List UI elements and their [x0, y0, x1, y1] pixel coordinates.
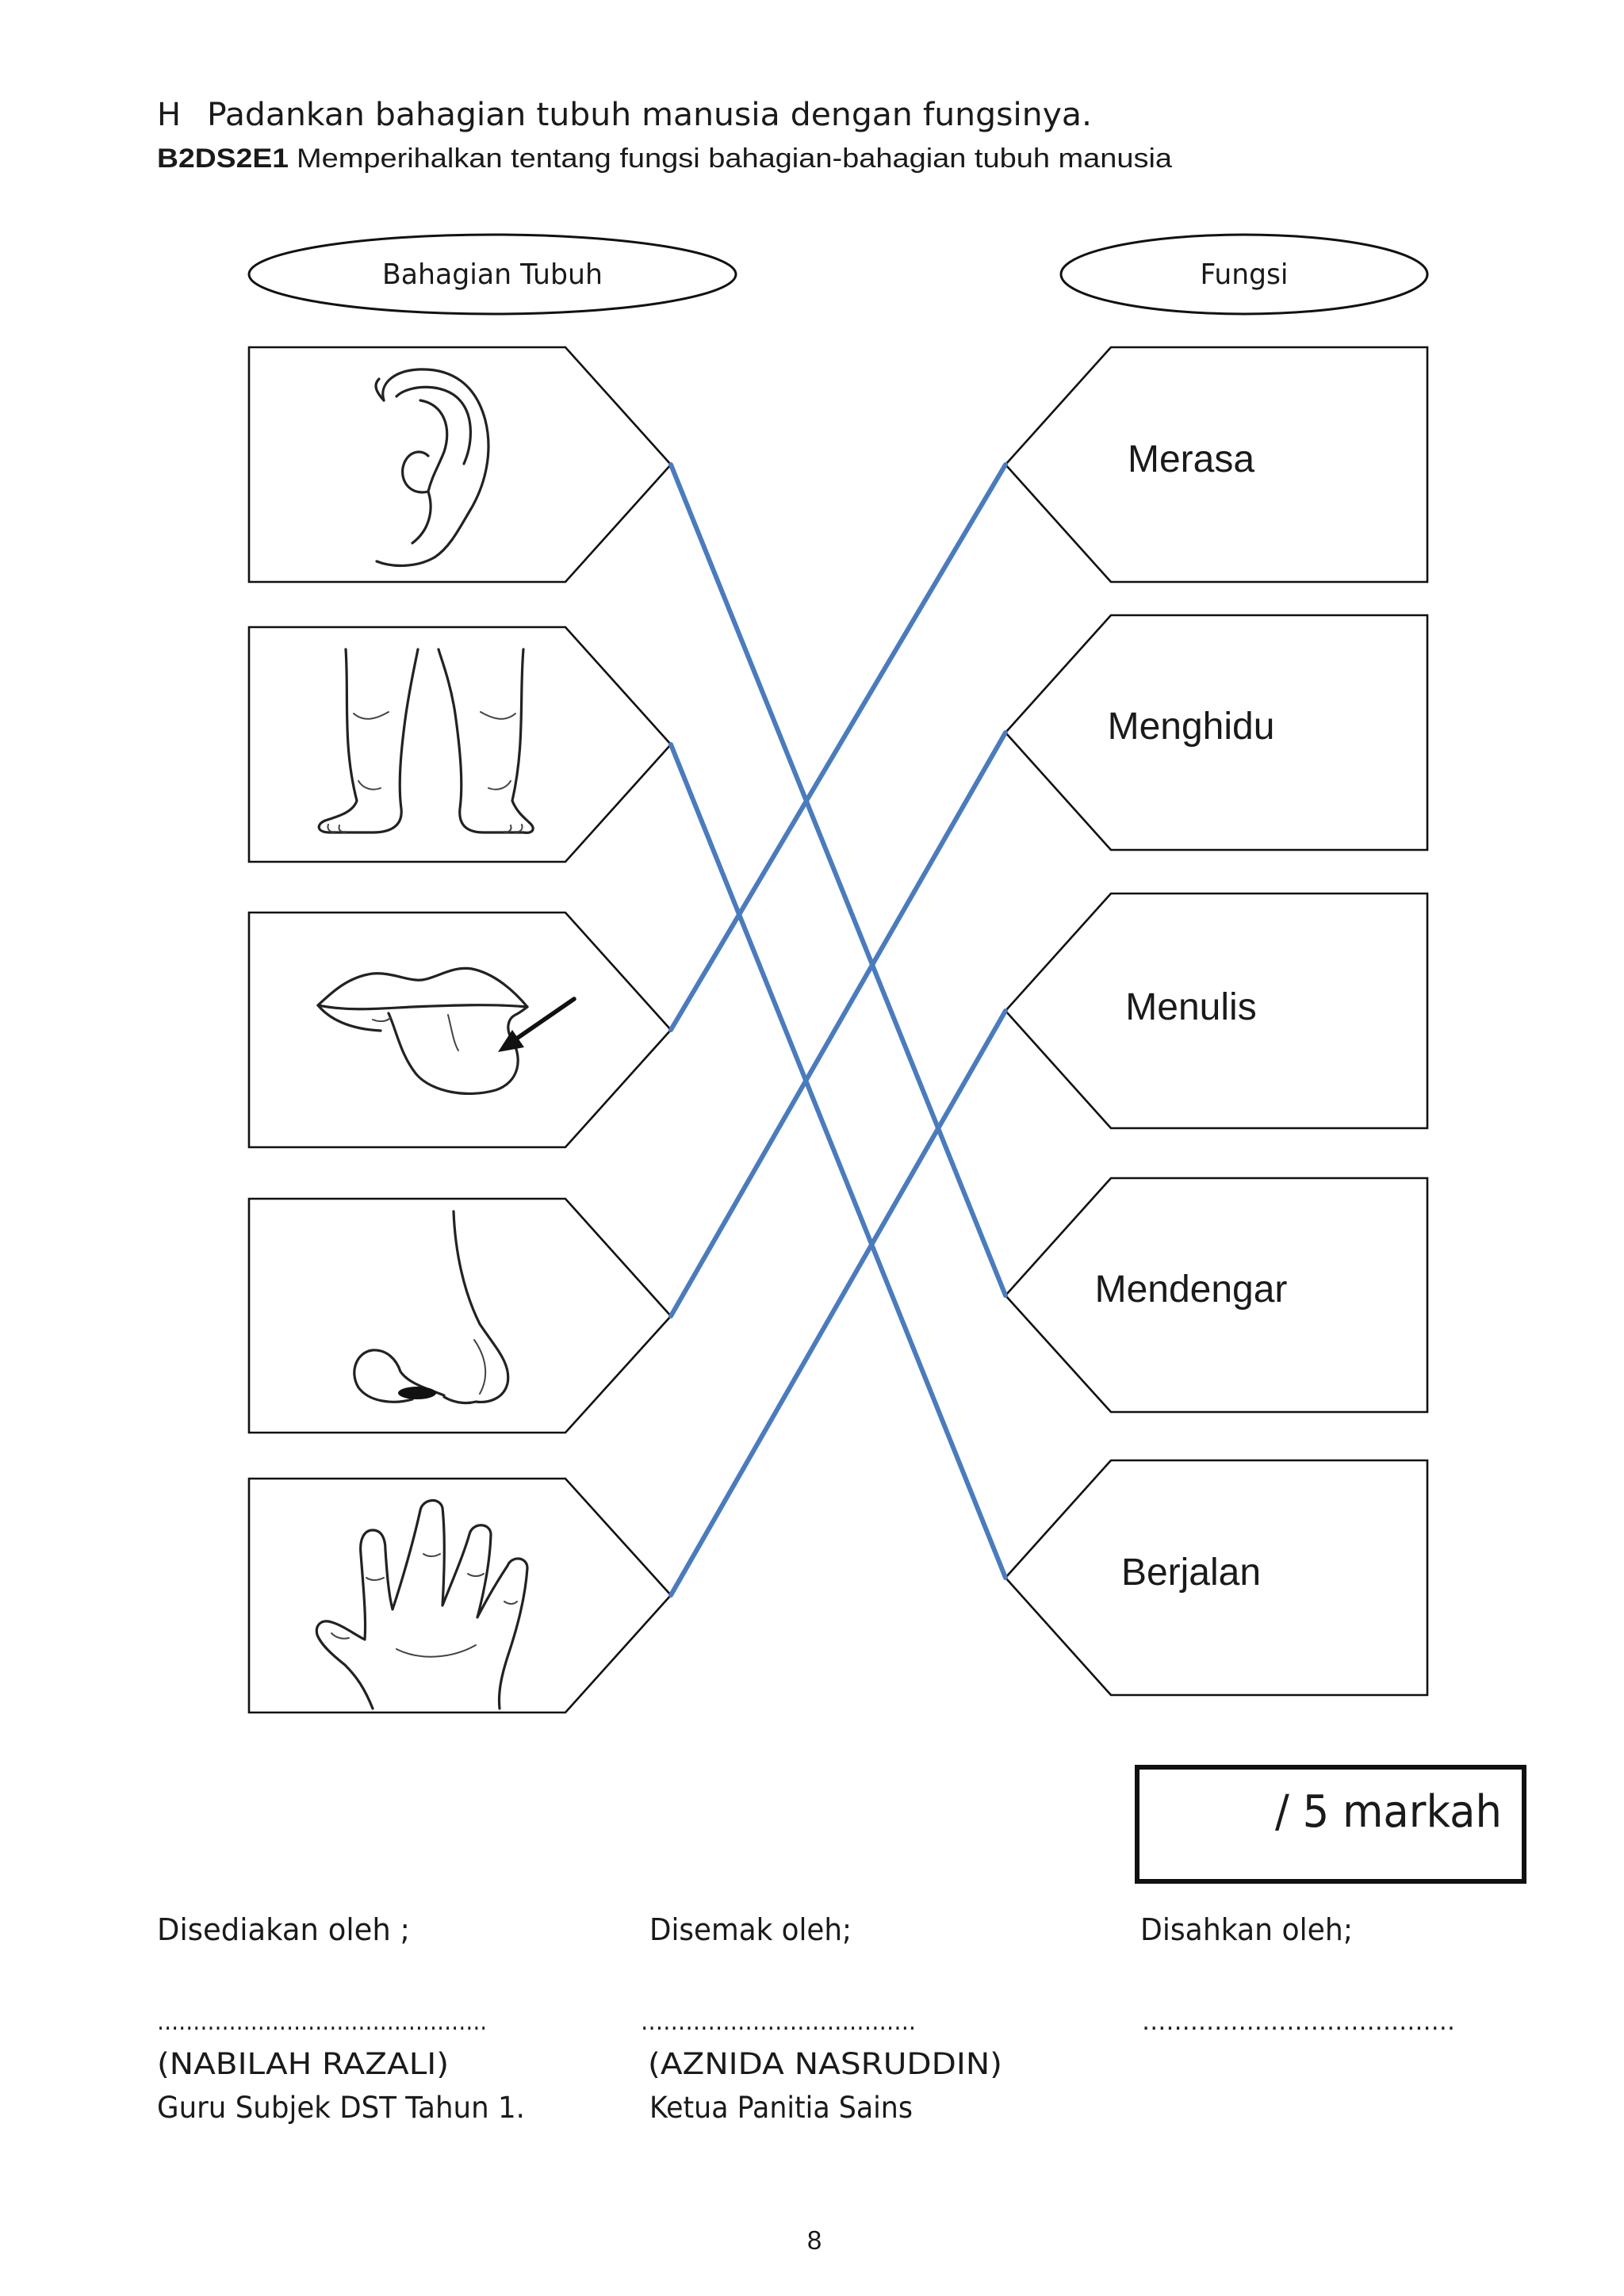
signatory-position: Guru Subjek DST Tahun 1.	[157, 2091, 525, 2125]
ear-icon	[374, 368, 490, 568]
function-label: Berjalan	[1121, 1552, 1261, 1594]
function-box-menghidu	[1004, 614, 1429, 851]
header-oval	[247, 233, 737, 316]
function-label: Mendengar	[1095, 1269, 1288, 1311]
body-part-box-ear	[247, 346, 672, 584]
functions-header: Fungsi	[1059, 233, 1429, 316]
match-line	[668, 462, 1008, 1032]
hand-icon	[315, 1499, 529, 1710]
function-box-mendengar	[1004, 1177, 1429, 1414]
signature-line: …………………………………	[1142, 2008, 1455, 2036]
standard-code: B2DS2E1	[157, 144, 289, 174]
header-oval	[1059, 233, 1429, 316]
signature-prepared: Disediakan oleh ; ………………………………………. (NABI…	[157, 1912, 525, 2125]
arrow-icon	[498, 997, 576, 1052]
score-label: / 5 markah	[1275, 1786, 1502, 1838]
match-lines	[668, 462, 1008, 1598]
function-label: Menghidu	[1108, 706, 1275, 748]
signatory-position: Ketua Panitia Sains	[649, 2091, 913, 2125]
standard-description: Memperihalkan tentang fungsi bahagian-ba…	[297, 144, 1172, 174]
signatory-name: (NABILAH RAZALI)	[157, 2047, 449, 2081]
score-box: / 5 markah	[1135, 1765, 1526, 1884]
body-part-box-hand	[247, 1477, 672, 1714]
page-number: 8	[807, 2225, 822, 2255]
function-box-menulis	[1004, 892, 1429, 1130]
signature-line: ……………………………………….	[157, 2008, 487, 2036]
body-parts-header-label: Bahagian Tubuh	[382, 258, 603, 291]
signatory-name: (AZNIDA NASRUDDIN)	[648, 2047, 1002, 2081]
match-line	[668, 462, 1008, 1298]
body-part-box-nose	[247, 1197, 672, 1434]
tongue-icon	[316, 966, 529, 1096]
functions-header-label: Fungsi	[1201, 258, 1289, 291]
match-line	[668, 1008, 1008, 1598]
signature-label: Disediakan oleh ;	[157, 1912, 410, 1947]
body-part-box-tongue	[247, 911, 672, 1149]
nostril	[398, 1387, 436, 1399]
match-line	[668, 742, 1008, 1580]
function-label: Menulis	[1125, 986, 1256, 1028]
signature-checked: Disemak oleh; ………………………………. (AZNIDA NASR…	[641, 1912, 1002, 2125]
signature-label: Disahkan oleh;	[1140, 1912, 1353, 1947]
function-box-merasa	[1004, 346, 1429, 584]
section-instruction: Padankan bahagian tubuh manusia dengan f…	[207, 97, 1092, 133]
function-label: Merasa	[1128, 438, 1254, 480]
nose-icon	[353, 1210, 510, 1405]
function-box-berjalan	[1004, 1459, 1429, 1697]
match-line	[668, 730, 1008, 1318]
legs-icon	[317, 648, 534, 834]
section-letter: H	[157, 97, 181, 133]
signature-label: Disemak oleh;	[649, 1912, 852, 1947]
body-parts-header: Bahagian Tubuh	[247, 233, 737, 316]
signature-line: ……………………………….	[641, 2008, 916, 2036]
signature-approved: Disahkan oleh; …………………………………	[1140, 1912, 1455, 2036]
